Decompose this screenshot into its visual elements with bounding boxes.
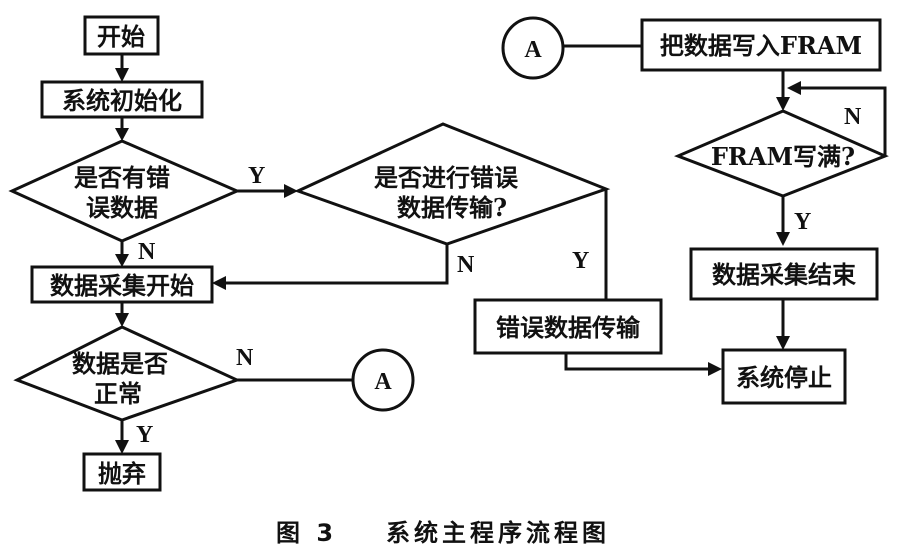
yes-label: Y xyxy=(794,209,811,235)
arrow-head xyxy=(776,336,790,350)
discard-box xyxy=(82,452,162,492)
write-fram-box xyxy=(640,18,882,72)
connector-a-top xyxy=(501,16,565,80)
arrow-head xyxy=(212,276,226,290)
connector-line xyxy=(797,86,887,156)
write-fram-text: 把数据写入FRAM xyxy=(660,31,862,60)
collect-start-text: 数据采集开始 xyxy=(50,271,194,300)
collect-start-box xyxy=(30,265,214,304)
arrow-head xyxy=(708,362,722,376)
has-error-text-2: 误数据 xyxy=(86,193,158,222)
has-error-text-1: 是否有错 xyxy=(74,163,170,192)
arrow-head xyxy=(115,313,129,327)
no-label: N xyxy=(457,252,475,278)
transmit-text-1: 是否进行错误 xyxy=(374,163,519,192)
collect-end-box xyxy=(689,247,879,301)
arrow-head xyxy=(115,440,129,454)
discard-text: 抛弃 xyxy=(98,459,146,488)
figure-number: 图 3 xyxy=(276,519,337,547)
data-normal-text-2: 正常 xyxy=(94,379,142,408)
init-text: 系统初始化 xyxy=(62,86,182,115)
arrow-head xyxy=(776,232,790,246)
no-label: N xyxy=(844,104,862,130)
yes-label: Y xyxy=(136,422,153,448)
system-stop-box xyxy=(721,348,847,405)
collect-end-text: 数据采集结束 xyxy=(712,260,857,289)
arrow-head xyxy=(776,97,790,111)
arrow-head xyxy=(284,184,298,198)
no-label: N xyxy=(236,345,254,371)
connector-a-text: A xyxy=(374,369,392,395)
arrow-head xyxy=(115,254,129,267)
yes-label: Y xyxy=(572,248,589,274)
data-normal-text-1: 数据是否 xyxy=(72,349,168,378)
no-label: N xyxy=(138,239,156,265)
error-transmit-text: 错误数据传输 xyxy=(496,313,641,342)
arrow-head xyxy=(115,68,129,82)
yes-label: Y xyxy=(248,163,265,189)
error-transmit-box xyxy=(473,298,663,355)
transmit-text-2: 数据传输? xyxy=(397,193,507,222)
connector-a-bottom xyxy=(351,348,415,412)
init-box xyxy=(40,80,204,119)
start-text: 开始 xyxy=(97,22,145,51)
arrow-head xyxy=(115,128,129,141)
figure-title: 系统主程序流程图 xyxy=(386,519,610,547)
connector-a-text: A xyxy=(524,37,542,63)
fram-full-text: FRAM写满? xyxy=(711,142,855,171)
connector-line xyxy=(222,244,449,285)
system-stop-text: 系统停止 xyxy=(736,363,832,392)
arrow-head xyxy=(787,81,801,95)
connector-line xyxy=(564,353,712,371)
